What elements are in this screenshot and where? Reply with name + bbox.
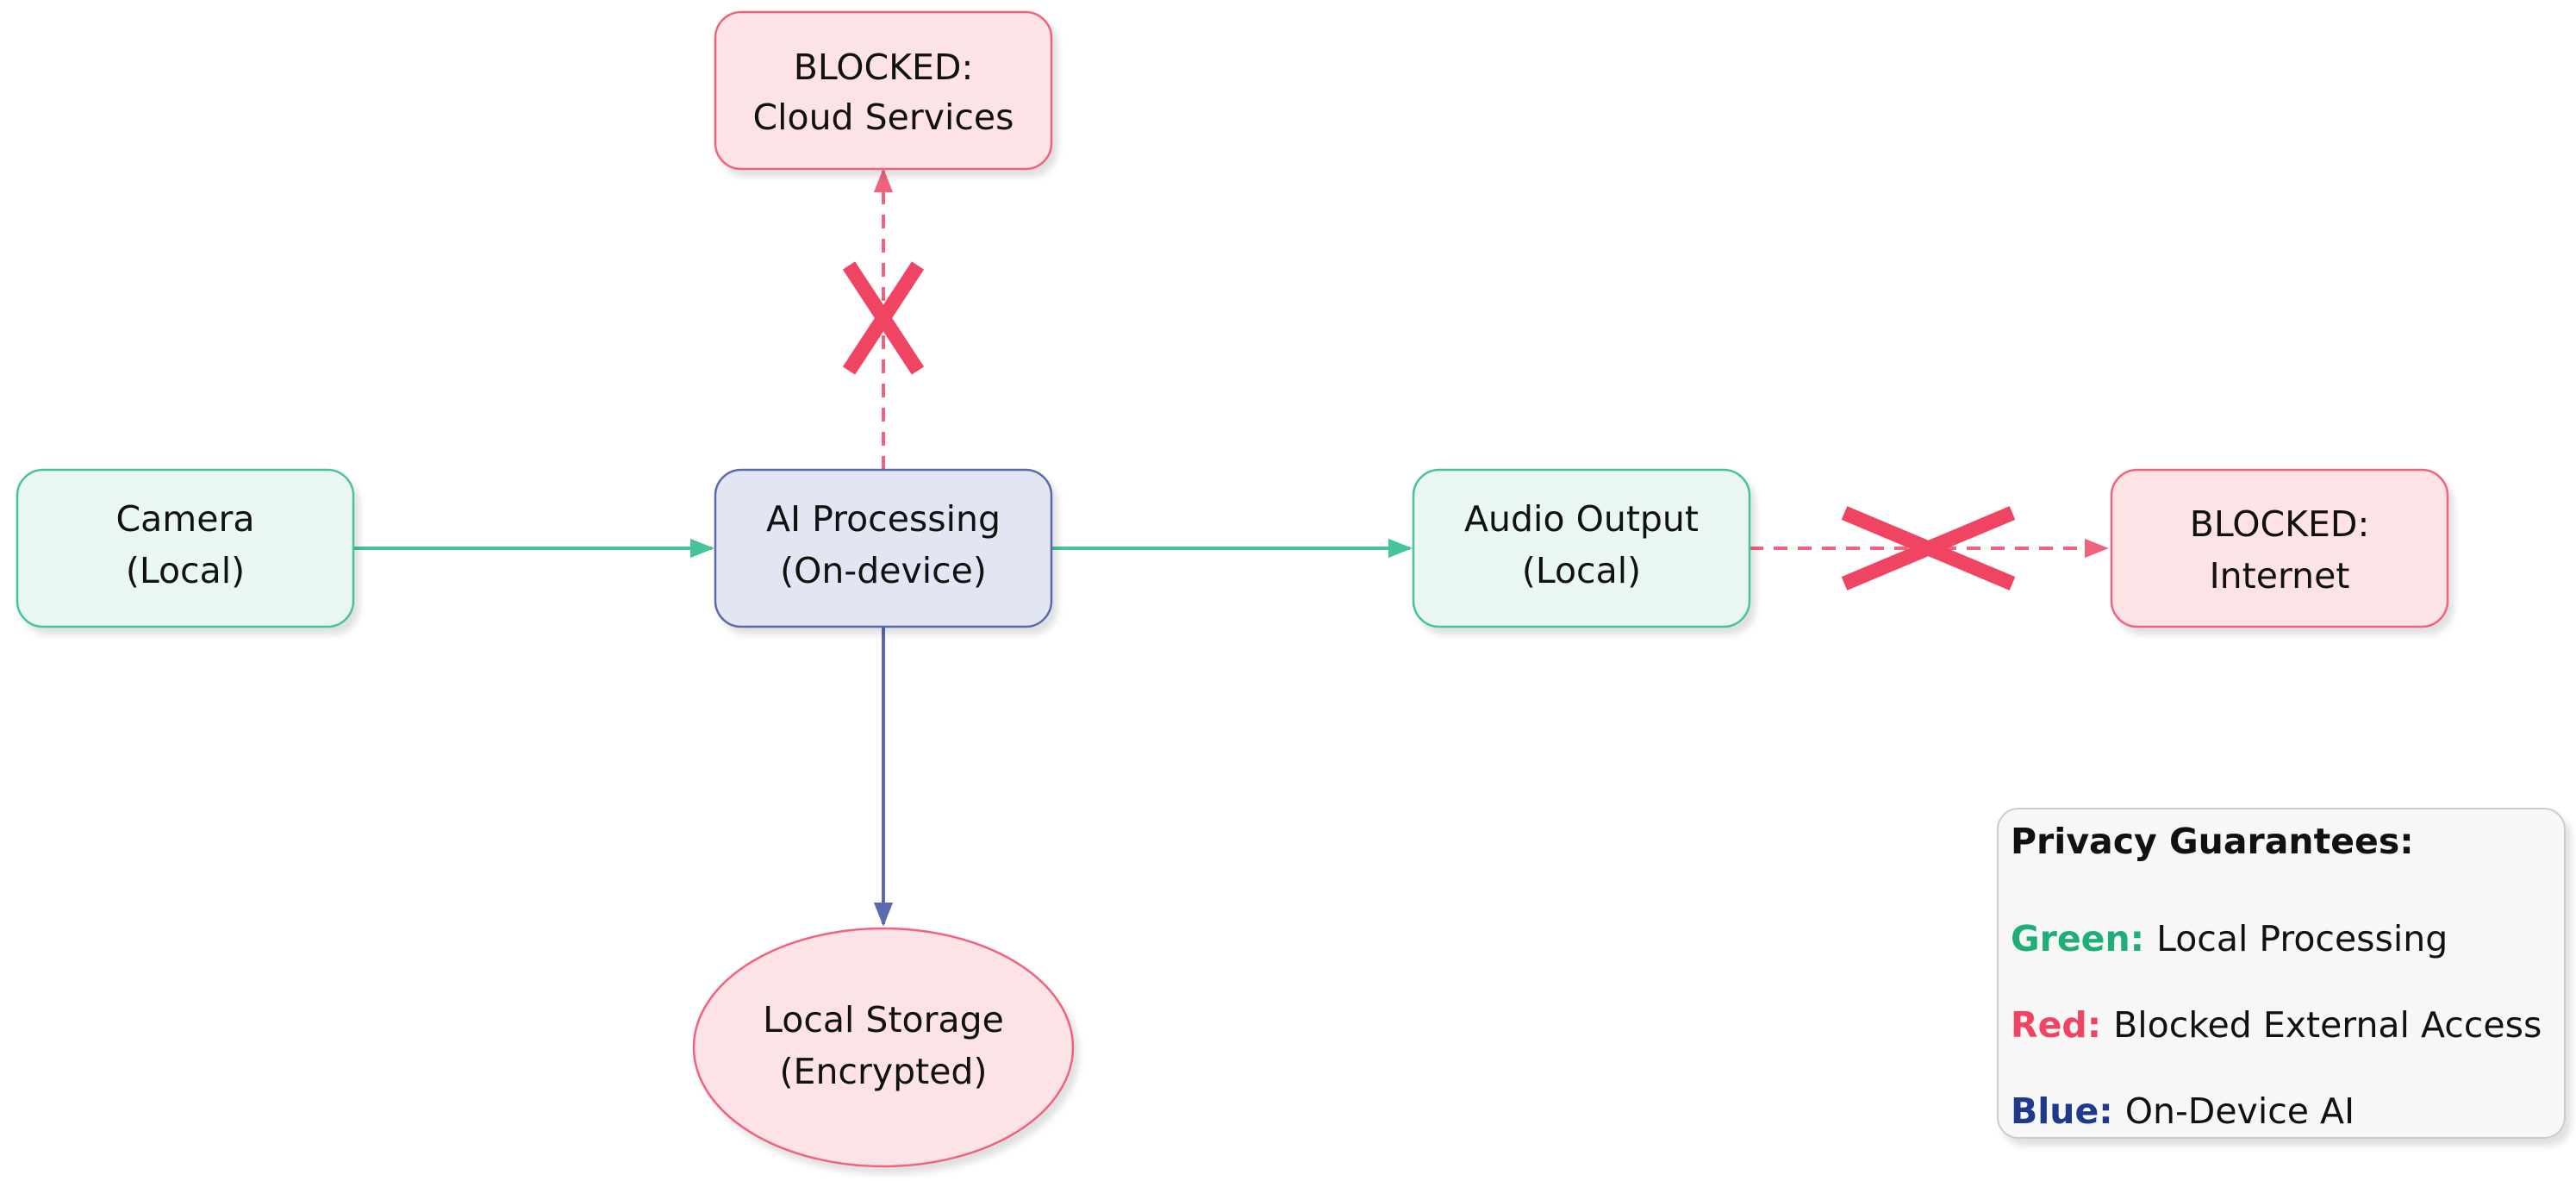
legend-value-blue: On-Device AI xyxy=(2125,1090,2355,1132)
legend-key-green: Green: xyxy=(2011,918,2144,959)
node-audio-output: Audio Output (Local) xyxy=(1412,468,1751,628)
node-camera: Camera (Local) xyxy=(16,468,355,628)
legend-row-blue: Blue: On-Device AI xyxy=(2011,1090,2355,1132)
legend-box: Privacy Guarantees: Green: Local Processi… xyxy=(1997,808,2566,1139)
audio-label-line1: Audio Output xyxy=(1464,498,1699,540)
cloud-label-line2: Cloud Services xyxy=(752,97,1014,138)
legend-value-green: Local Processing xyxy=(2156,918,2448,959)
internet-label-line1: BLOCKED: xyxy=(2190,503,2370,545)
cloud-label-line1: BLOCKED: xyxy=(794,47,974,88)
legend-title: Privacy Guarantees: xyxy=(2011,821,2414,862)
legend-key-blue: Blue: xyxy=(2011,1090,2113,1132)
node-ai-processing: AI Processing (On-device) xyxy=(714,468,1053,628)
camera-label-line1: Camera xyxy=(116,498,255,540)
blocked-x-icon-cloud xyxy=(842,261,925,375)
storage-label-line2: (Encrypted) xyxy=(780,1051,988,1092)
node-local-storage: Local Storage (Encrypted) xyxy=(692,927,1075,1168)
audio-label-line2: (Local) xyxy=(1522,550,1641,591)
legend-row-red: Red: Blocked External Access xyxy=(2011,1004,2542,1046)
legend-row-green: Green: Local Processing xyxy=(2011,918,2448,959)
node-internet-blocked: BLOCKED: Internet xyxy=(2110,468,2449,628)
storage-label-line1: Local Storage xyxy=(763,999,1004,1040)
internet-label-line2: Internet xyxy=(2210,555,2350,597)
legend-key-red: Red: xyxy=(2011,1004,2101,1046)
legend-value-red: Blocked External Access xyxy=(2113,1004,2542,1046)
ai-label-line2: (On-device) xyxy=(780,550,987,591)
ai-label-line1: AI Processing xyxy=(766,498,1001,540)
node-cloud-services-blocked: BLOCKED: Cloud Services xyxy=(714,10,1053,171)
blocked-x-icon-internet xyxy=(1841,506,2016,590)
camera-label-line2: (Local) xyxy=(126,550,245,591)
